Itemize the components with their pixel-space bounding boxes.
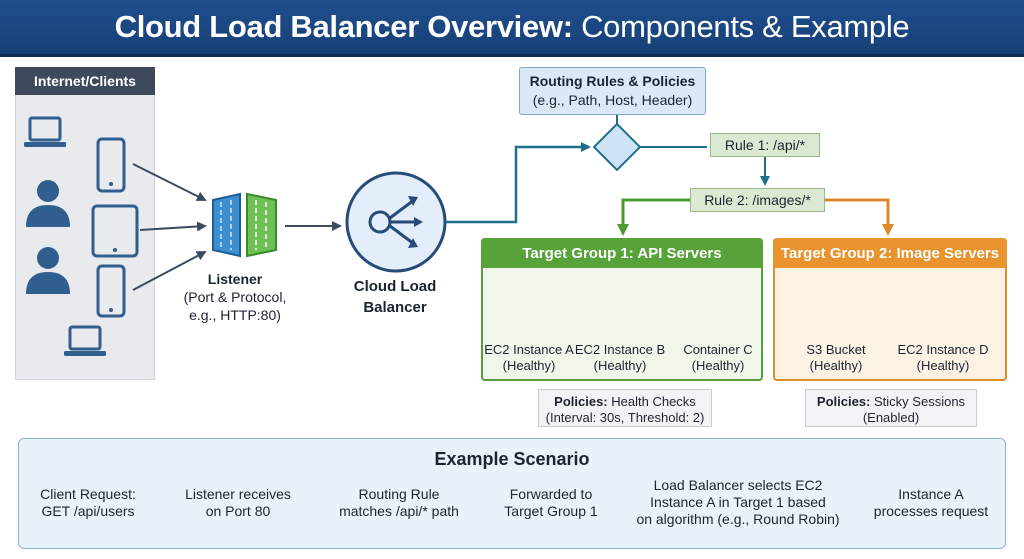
instance-b-label: EC2 Instance B (Healthy) <box>570 342 670 374</box>
smartphone-icon <box>96 137 126 193</box>
client-arrows <box>132 163 207 291</box>
step-line: Target Group 1 <box>504 503 598 519</box>
listener-label: Listener (Port & Protocol, e.g., HTTP:80… <box>170 270 300 324</box>
rule-2-box: Rule 2: /images/* <box>690 188 825 212</box>
smartphone-icon <box>96 264 126 318</box>
rule-1-box: Rule 1: /api/* <box>710 133 820 157</box>
title-bar: Cloud Load Balancer Overview: Components… <box>0 0 1024 57</box>
page-title: Cloud Load Balancer Overview: Components… <box>115 9 910 45</box>
policy-box-tg1: Policies: Health Checks (Interval: 30s, … <box>538 389 712 427</box>
instance-name: EC2 Instance A <box>484 342 574 357</box>
scenario-step-1: Client Request: GET /api/users <box>30 486 146 520</box>
instance-a-label: EC2 Instance A (Healthy) <box>479 342 579 374</box>
s3-bucket-label: S3 Bucket (Healthy) <box>786 342 886 374</box>
step-line: processes request <box>873 503 989 519</box>
laptop-icon <box>64 325 106 356</box>
policy-line1: Health Checks <box>611 394 696 409</box>
client-devices <box>24 116 139 356</box>
listener-line2: e.g., HTTP:80) <box>189 307 281 323</box>
policy-line1: Sticky Sessions <box>874 394 966 409</box>
instance-name: EC2 Instance B <box>574 342 666 357</box>
step-line: Client Request: <box>40 486 136 502</box>
load-balancer-icon <box>345 171 447 273</box>
load-balancer-label: Cloud Load Balancer <box>335 276 455 318</box>
instance-name: EC2 Instance D <box>897 342 989 357</box>
step-line: Forwarded to <box>509 486 593 502</box>
example-scenario-panel <box>18 438 1006 549</box>
instance-status: (Healthy) <box>593 358 647 373</box>
routing-title: Routing Rules & Policies <box>529 73 696 89</box>
policy-box-tg2: Policies: Sticky Sessions (Enabled) <box>805 389 977 427</box>
instance-name: Container C <box>683 342 753 357</box>
step-line: Listener receives <box>185 486 291 502</box>
step-line: Instance A <box>898 486 964 502</box>
listener-line1: (Port & Protocol, <box>183 289 287 305</box>
policy-label: Policies: <box>816 394 871 409</box>
clients-header: Internet/Clients <box>15 67 155 95</box>
policy-line2: (Interval: 30s, Threshold: 2) <box>545 410 705 425</box>
instance-status: (Healthy) <box>916 358 970 373</box>
lb-to-routing-arrow <box>446 142 591 224</box>
routing-subtitle: (e.g., Path, Host, Header) <box>532 92 693 108</box>
title-regular: Components & Example <box>581 9 910 44</box>
policy-label: Policies: <box>554 394 608 409</box>
rule-to-tg1-arrow <box>617 198 690 236</box>
instance-d-label: EC2 Instance D (Healthy) <box>893 342 993 374</box>
instance-status: (Healthy) <box>691 358 745 373</box>
scenario-step-3: Routing Rule matches /api/* path <box>332 486 466 520</box>
laptop-icon <box>24 116 66 147</box>
instance-name: S3 Bucket <box>806 342 866 357</box>
target-group-1-header: Target Group 1: API Servers <box>481 238 763 268</box>
step-line: on Port 80 <box>205 503 271 519</box>
routing-rules-box: Routing Rules & Policies (e.g., Path, Ho… <box>519 67 706 115</box>
title-bold: Cloud Load Balancer Overview: <box>114 9 573 44</box>
listener-title: Listener <box>207 271 263 287</box>
lb-line2: Balancer <box>363 299 427 316</box>
step-line: Instance A in Target 1 based <box>650 494 826 510</box>
step-line: Load Balancer selects EC2 <box>653 477 823 493</box>
step-line: GET /api/users <box>41 503 135 519</box>
scenario-title: Example Scenario <box>434 449 590 469</box>
scenario-step-4: Forwarded to Target Group 1 <box>498 486 604 520</box>
scenario-step-2: Listener receives on Port 80 <box>178 486 298 520</box>
instance-status: (Healthy) <box>809 358 863 373</box>
container-c-label: Container C (Healthy) <box>668 342 768 374</box>
policy-line2: (Enabled) <box>862 410 920 425</box>
target-group-2-header: Target Group 2: Image Servers <box>773 238 1007 268</box>
user-icon <box>26 247 70 294</box>
scenario-step-6: Instance A processes request <box>866 486 996 520</box>
lb-line1: Cloud Load <box>353 278 437 295</box>
step-line: matches /api/* path <box>339 503 459 519</box>
scenario-step-5: Load Balancer selects EC2 Instance A in … <box>635 477 841 528</box>
tablet-icon <box>91 204 139 258</box>
user-icon <box>26 180 70 227</box>
decision-diamond-icon <box>592 122 642 172</box>
rule-to-tg2-arrow <box>825 198 894 236</box>
step-line: Routing Rule <box>358 486 440 502</box>
instance-status: (Healthy) <box>502 358 556 373</box>
listener-icon <box>212 192 277 258</box>
step-line: on algorithm (e.g., Round Robin) <box>636 511 840 527</box>
